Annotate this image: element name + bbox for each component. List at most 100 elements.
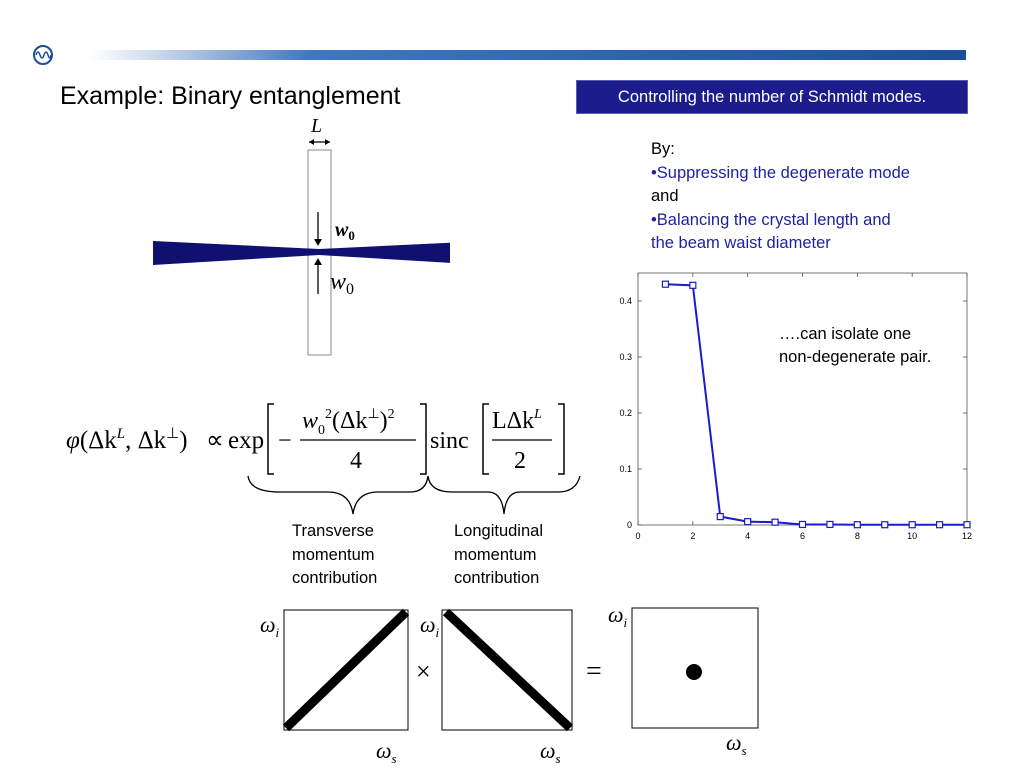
y-tick-label: 0.1 (619, 464, 632, 474)
crystal-diagram: L w0 w0 (153, 115, 450, 356)
eq-sinc: sinc (430, 428, 469, 454)
svg-text:ωs: ωs (376, 738, 397, 766)
data-point (935, 521, 944, 529)
omega-s-1: ω (376, 738, 392, 763)
waist-label: w (330, 269, 346, 295)
beam-shape (153, 241, 450, 265)
eq-den-2: 2 (514, 448, 526, 474)
eq-num-w-sup: 2 (325, 407, 332, 422)
omega-s-2: ω (540, 738, 556, 763)
omega-i-1: ω (260, 612, 276, 637)
jsa-panels: ωi ωs × ωi ωs = ωi ωs (260, 602, 759, 766)
slide-title: Example: Binary entanglement (60, 82, 401, 110)
y-tick-label: 0.4 (619, 296, 632, 306)
y-tick-label: 0 (627, 520, 632, 530)
times-sign: × (416, 657, 431, 686)
eq-den-4: 4 (350, 448, 362, 474)
logo-icon (33, 45, 53, 65)
eq-comma: , Δk (125, 427, 167, 454)
data-point (853, 521, 861, 529)
svg-text:ωs: ωs (540, 738, 561, 766)
data-point (689, 281, 697, 289)
callout-box: Controlling the number of Schmidt modes. (576, 80, 968, 114)
eq-num-w-sub: 0 (318, 423, 325, 438)
data-point (798, 520, 807, 529)
waist-sub: 0 (346, 281, 354, 298)
svg-text:LΔkL: LΔkL (492, 407, 542, 434)
eq-close: ) (179, 427, 187, 454)
eq-num-dk-sup: ⊥ (367, 407, 379, 422)
waist-label-bold: w (335, 219, 349, 241)
equation-braces (247, 475, 581, 515)
data-point (661, 280, 670, 288)
plot-area (637, 272, 968, 526)
eq-minus: − (278, 428, 292, 454)
y-tick-label: 0.3 (619, 352, 632, 362)
omega-s-sub-1: s (392, 751, 397, 766)
chart-note-line2: non-degenerate pair. (779, 348, 932, 366)
bullet-balance-line2: the beam waist diameter (651, 234, 831, 252)
bullet-suppress: •Suppressing the degenerate mode (651, 163, 910, 182)
x-tick-label: 0 (635, 531, 640, 541)
transverse-label: Transverse momentum contribution (292, 522, 378, 587)
data-point (908, 521, 916, 529)
omega-s-3: ω (726, 730, 742, 755)
eq-sinc-num: LΔk (492, 408, 534, 434)
y-tick-label: 0.2 (619, 408, 632, 418)
x-tick-label: 10 (907, 531, 917, 541)
series-line (665, 283, 967, 526)
length-label: L (310, 115, 322, 137)
longitudinal-label: Longitudinal momentum contribution (454, 522, 543, 587)
data-point (771, 518, 779, 526)
eq-sup-perp: ⊥ (166, 426, 179, 442)
svg-text:w02(Δk⊥)2: w02(Δk⊥)2 (302, 407, 395, 438)
diagonal-line (442, 608, 574, 732)
eq-sinc-num-sup: L (533, 407, 542, 422)
eq-num-dk: (Δk (332, 408, 367, 434)
anti-diagonal-line (282, 608, 410, 732)
data-point (963, 521, 971, 529)
single-mode-dot (686, 664, 702, 680)
eq-exp: exp (228, 427, 264, 454)
omega-s-sub-3: s (742, 743, 747, 758)
header-bar (90, 50, 966, 60)
by-heading: By: (651, 140, 675, 158)
data-point (744, 518, 752, 526)
data-point (881, 521, 889, 529)
svg-text:ωs: ωs (726, 730, 747, 758)
svg-text:φ(ΔkL, Δk⊥): φ(ΔkL, Δk⊥) (66, 426, 188, 454)
eq-phi: φ (66, 427, 80, 454)
x-tick-label: 8 (855, 531, 860, 541)
waist-sub-bold: 0 (348, 228, 355, 243)
method-list: By: •Suppressing the degenerate mode and… (651, 138, 981, 256)
svg-text:ωi: ωi (608, 602, 628, 630)
eq-lhs-args: (Δk (80, 427, 117, 454)
chart-note-line1: ….can isolate one (779, 325, 912, 343)
svg-text:ωi: ωi (260, 612, 280, 640)
eq-num-dk-pow: 2 (388, 407, 395, 422)
omega-s-sub-2: s (556, 751, 561, 766)
bullet-balance-line1: •Balancing the crystal length and (651, 210, 891, 229)
eq-num-w: w (302, 408, 318, 434)
eq-propto: ∝ (206, 427, 224, 454)
omega-i-2: ω (420, 612, 436, 637)
omega-i-3: ω (608, 602, 624, 627)
svg-text:w0: w0 (335, 219, 355, 243)
omega-i-sub-3: i (624, 615, 628, 630)
svg-text:w0: w0 (330, 269, 354, 298)
data-point (826, 520, 834, 529)
chart-annotation: ….can isolate one non-degenerate pair. (779, 323, 931, 369)
omega-i-sub-2: i (436, 625, 440, 640)
equals-sign: = (586, 656, 602, 687)
x-tick-label: 12 (962, 531, 972, 541)
connector-and: and (651, 187, 679, 205)
x-tick-label: 4 (745, 531, 750, 541)
entanglement-equation: φ(ΔkL, Δk⊥) ∝ exp − w02(Δk⊥)2 4 sinc LΔk… (66, 403, 565, 475)
svg-text:ωi: ωi (420, 612, 440, 640)
data-point (716, 513, 724, 521)
callout-text: Controlling the number of Schmidt modes. (617, 87, 927, 106)
eq-sup-L: L (116, 426, 125, 442)
x-tick-label: 6 (800, 531, 805, 541)
omega-i-sub-1: i (276, 625, 280, 640)
